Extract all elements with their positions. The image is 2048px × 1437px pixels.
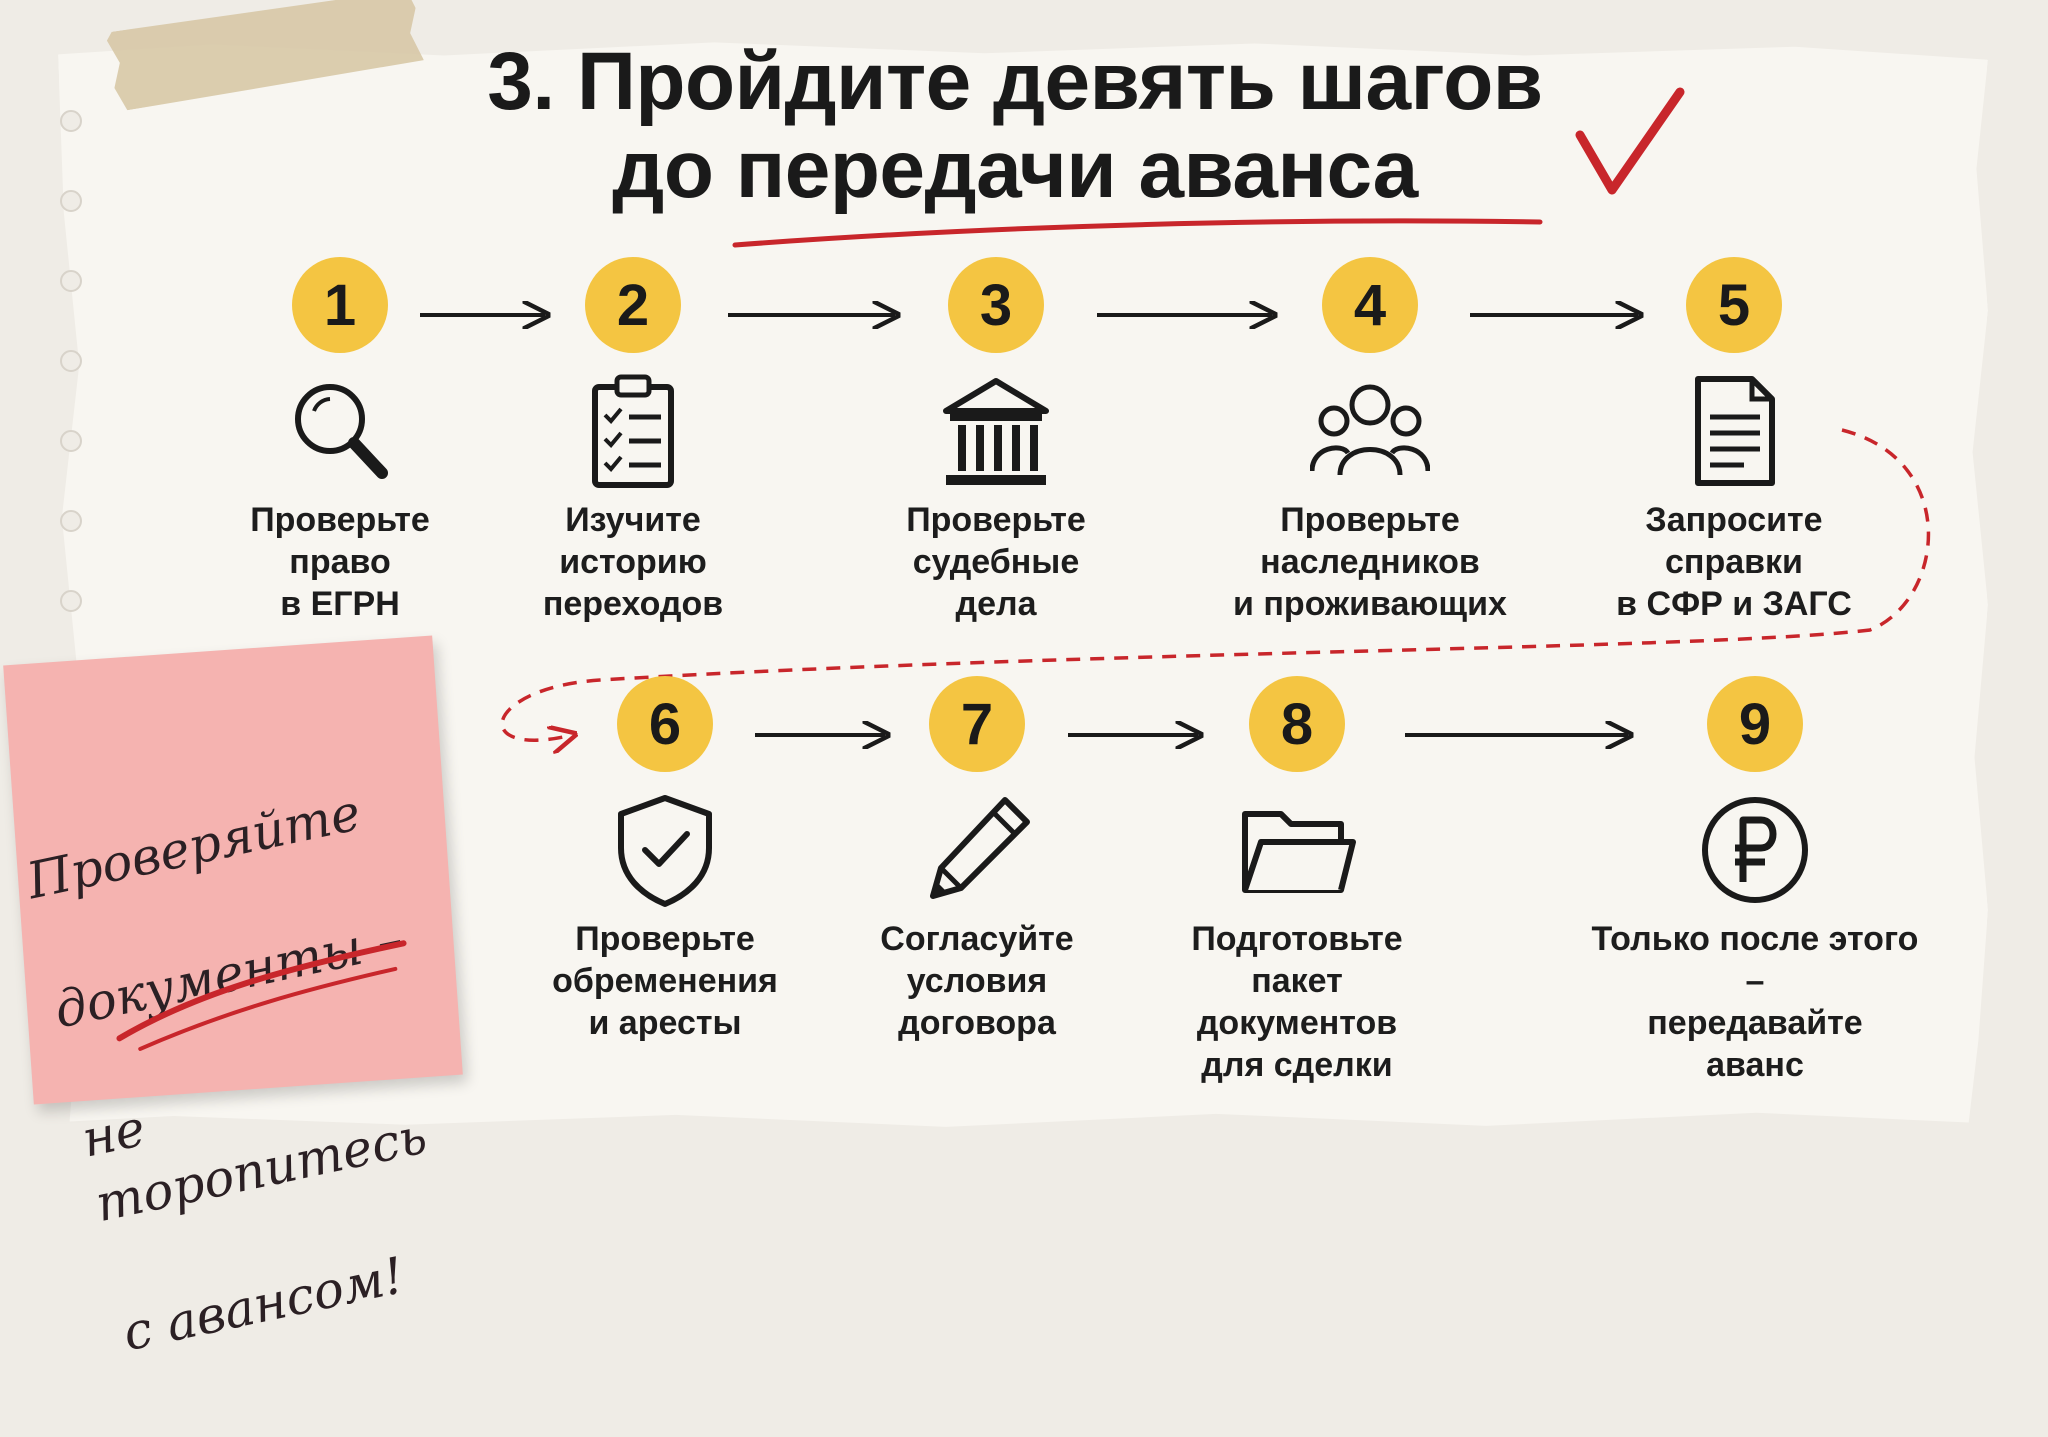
step-2: 2 Изучите историю переходов (483, 257, 783, 625)
step-7: 7 Согласуйте условия договора (827, 676, 1127, 1044)
step-3: 3 Проверьте судебные дела (846, 257, 1146, 625)
title-underline (732, 218, 1543, 248)
step-label: Проверьте право в ЕГРН (250, 501, 430, 623)
step-number-badge: 8 (1249, 676, 1345, 772)
sticky-note: Проверяйте документы – не торопитесь с а… (3, 635, 463, 1362)
step-label: Только после этого – передавайте аванс (1591, 920, 1919, 1084)
dashed-connector-5-6 (500, 428, 1931, 740)
courthouse-icon (943, 378, 1049, 485)
check-mark-icon (1575, 87, 1685, 195)
sticky-note-line: с авансом! (118, 1246, 410, 1363)
binder-hole (60, 190, 82, 212)
document-icon (1695, 376, 1775, 486)
step-1: 1 Проверьте право в ЕГРН (190, 257, 490, 625)
step-number-badge: 5 (1686, 257, 1782, 353)
step-8: 8 Подготовьте пакет документов для сделк… (1147, 676, 1447, 1086)
step-number-badge: 4 (1322, 257, 1418, 353)
binder-hole (60, 510, 82, 532)
folder-icon (1242, 811, 1356, 893)
step-number-badge: 1 (292, 257, 388, 353)
title-line-1: 3. Пройдите девять шагов (487, 36, 1543, 127)
connectors-layer (420, 87, 1931, 1152)
step-number-badge: 6 (617, 676, 713, 772)
binder-hole (60, 430, 82, 452)
pencil-icon (930, 797, 1030, 899)
people-group-icon (1310, 384, 1430, 476)
page-title: 3. Пройдите девять шагов до передачи ава… (370, 38, 1660, 214)
clipboard-checklist-icon (592, 374, 674, 488)
step-9: 9 Только после этого – передавайте аванс (1585, 676, 1925, 1086)
step-5: 5 Запросите справки в СФР и ЗАГС (1584, 257, 1884, 625)
step-label: Проверьте наследников и проживающих (1233, 501, 1507, 623)
ruble-coin-icon (1702, 797, 1808, 903)
step-label: Проверьте судебные дела (906, 501, 1086, 623)
magnifier-icon (295, 384, 388, 479)
binder-hole (60, 350, 82, 372)
step-number-badge: 2 (585, 257, 681, 353)
step-6: 6 Проверьте обременения и аресты (515, 676, 815, 1044)
binder-hole (60, 110, 82, 132)
step-label: Подготовьте пакет документов для сделки (1191, 920, 1403, 1084)
step-label: Проверьте обременения и аресты (552, 920, 778, 1042)
step-4: 4 Проверьте наследников и проживающих (1220, 257, 1520, 625)
binder-hole (60, 590, 82, 612)
step-label: Согласуйте условия договора (880, 920, 1074, 1042)
title-line-2: до передачи аванса (612, 124, 1418, 215)
shield-check-icon (618, 795, 712, 907)
sticky-note-underline (116, 940, 407, 1051)
step-label: Запросите справки в СФР и ЗАГС (1616, 501, 1852, 623)
binder-hole (60, 270, 82, 292)
step-number-badge: 3 (948, 257, 1044, 353)
step-label: Изучите историю переходов (542, 501, 724, 623)
step-number-badge: 7 (929, 676, 1025, 772)
step-number-badge: 9 (1707, 676, 1803, 772)
